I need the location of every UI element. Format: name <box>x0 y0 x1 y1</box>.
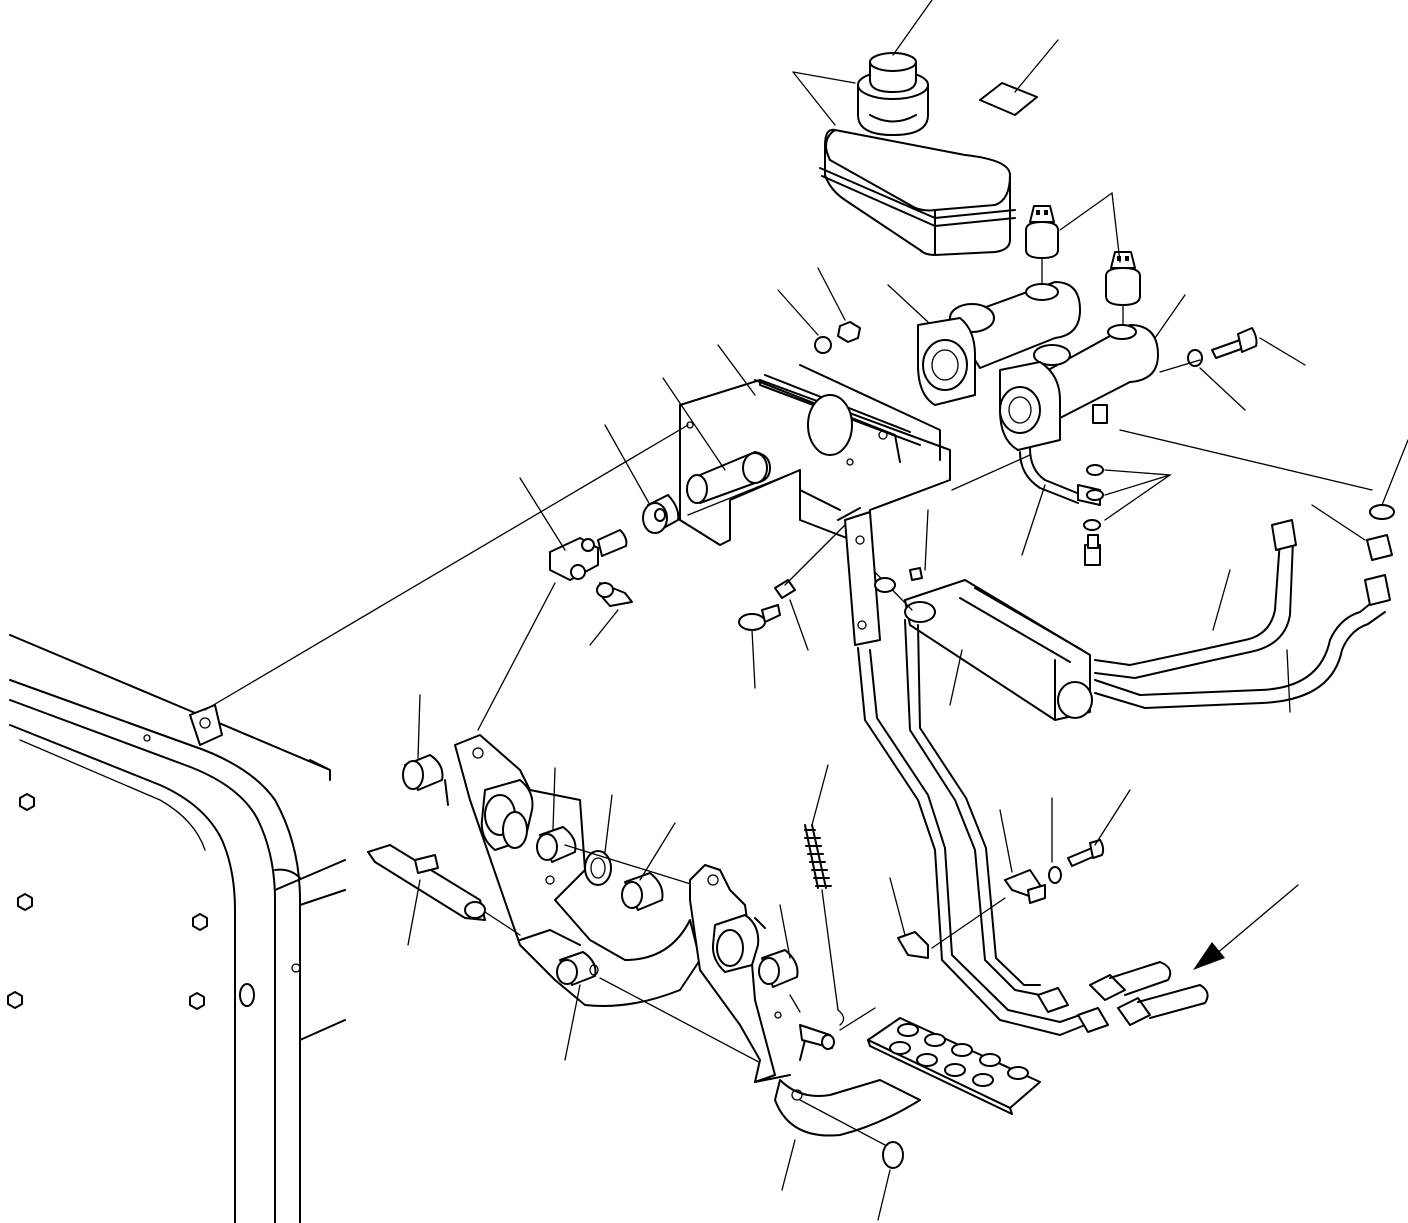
line-clip <box>1004 869 1046 904</box>
clevis <box>549 529 628 581</box>
bushing <box>642 494 680 534</box>
banjo-bolt-set <box>1083 464 1104 566</box>
retaining-ring <box>882 1141 904 1169</box>
front-direction-arrow <box>1193 884 1299 970</box>
mounting-tab <box>189 704 223 746</box>
master-cylinder-rear <box>917 281 1081 406</box>
clip-bolt <box>1067 839 1105 867</box>
line-clip <box>897 931 929 959</box>
reservoir-cap <box>857 52 929 136</box>
pedal-bracket <box>679 364 951 546</box>
label-plate <box>979 39 1059 116</box>
bushing <box>402 754 449 806</box>
pedal-arm-bushing <box>556 951 599 986</box>
pedal-lever <box>774 1039 921 1137</box>
bushing <box>621 872 664 911</box>
return-spring <box>804 824 845 1026</box>
pedal-foot-pad <box>867 1017 1041 1115</box>
frame-hole <box>239 983 255 1007</box>
pressure-switch-right <box>1105 251 1141 306</box>
master-cylinder-front <box>999 324 1159 451</box>
side-plate <box>844 511 923 646</box>
cab-frame <box>7 634 346 1223</box>
brake-line-rear <box>1094 539 1386 709</box>
clevis-pin <box>596 582 633 607</box>
pedal-shaft <box>904 579 1093 721</box>
pedal-boss <box>480 779 534 851</box>
bushing <box>758 949 799 988</box>
brake-fluid-reservoir <box>792 0 1016 256</box>
pressure-switch-left <box>1025 205 1059 259</box>
brake-pedal-right <box>689 864 791 1083</box>
cross-rod <box>367 844 486 921</box>
adjuster-knob <box>738 604 781 631</box>
washer <box>814 336 832 354</box>
pedal-boss <box>711 914 760 973</box>
mounting-bolt <box>1211 327 1258 359</box>
pivot-pin <box>686 451 771 504</box>
pedal-pin <box>774 1011 835 1050</box>
brake-line-inner <box>857 647 1086 1036</box>
hose-fitting <box>1037 961 1209 1033</box>
tube-fitting <box>1271 504 1395 606</box>
nut-icon <box>837 321 861 343</box>
bushing <box>536 826 577 863</box>
brake-line-outer <box>904 619 1041 996</box>
seal-ring <box>584 850 612 886</box>
frame-bolt-icon <box>7 793 208 1010</box>
washer <box>1048 866 1062 884</box>
nut-icon <box>774 579 796 599</box>
